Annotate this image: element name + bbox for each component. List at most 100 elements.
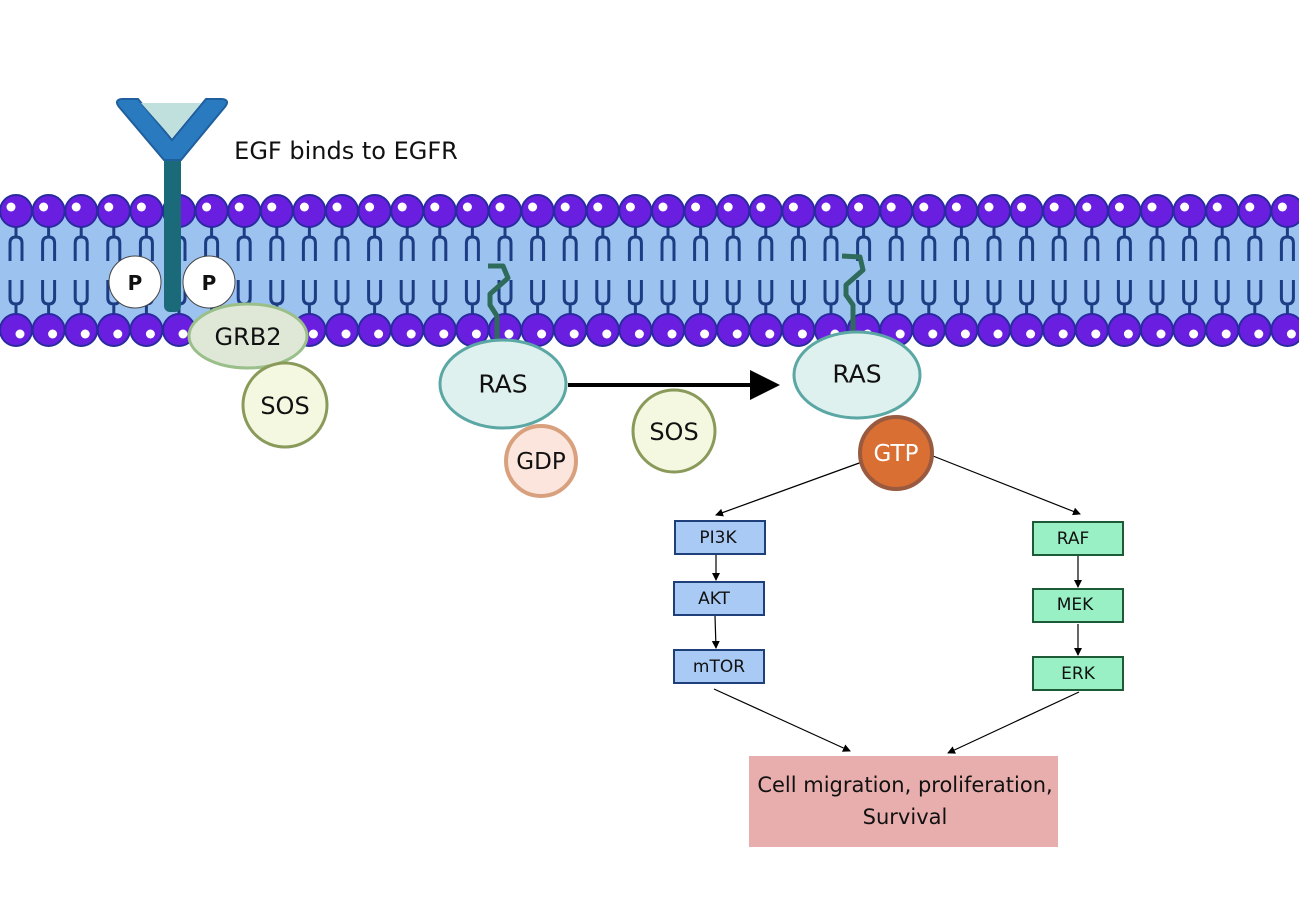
phospholipid-head (716, 313, 751, 347)
lipid-tail (1019, 227, 1035, 261)
phospholipid-head (520, 313, 555, 347)
akt-node: AKT (673, 581, 765, 616)
lipid-tail (693, 227, 709, 261)
lipid-tail (301, 280, 317, 314)
sos-node-middle: SOS (631, 388, 717, 474)
phospholipid-head (1074, 313, 1109, 347)
lipid-tail (823, 227, 839, 261)
phospholipid-head (357, 194, 392, 228)
lipid-tail (530, 227, 546, 261)
lipid-tail (204, 227, 220, 261)
lipid-tail (953, 227, 969, 261)
phospholipid-head (618, 194, 653, 228)
lipid-tail (790, 227, 806, 261)
akt-label: AKT (698, 589, 730, 609)
grb2-node: GRB2 (187, 302, 309, 370)
phospholipid-head (781, 313, 816, 347)
lipid-tail (73, 227, 89, 261)
activation-arrow (568, 370, 780, 400)
lipid-tail (1214, 227, 1230, 261)
mtor-label: mTOR (693, 657, 745, 677)
phospholipid-head (1107, 313, 1142, 347)
receptor-y-arms (116, 98, 228, 161)
lipid-tail (367, 227, 383, 261)
lipid-tail (921, 227, 937, 261)
phospholipid-head (1009, 194, 1044, 228)
pi3k-label: PI3K (699, 528, 737, 548)
grb2-label: GRB2 (214, 323, 281, 351)
cell-membrane (0, 194, 1299, 347)
phospholipid-head (781, 194, 816, 228)
lipid-tail (1051, 227, 1067, 261)
sos-node-left: SOS (241, 361, 329, 449)
lipid-tail (399, 280, 415, 314)
lipid-tail (1214, 280, 1230, 314)
lipid-tail (464, 280, 480, 314)
lipid-tail (334, 280, 350, 314)
ras-membrane-anchor-right (841, 253, 866, 333)
phospholipid-head (96, 194, 131, 228)
ras-label: RAS (832, 360, 881, 389)
pi3k-akt-mtor-pathway: PI3K AKT mTOR (673, 520, 766, 684)
phospholipid-head (683, 313, 718, 347)
lipid-tail (432, 227, 448, 261)
lipid-tail (758, 227, 774, 261)
erk-label: ERK (1061, 664, 1096, 684)
phospholipid-head (1237, 194, 1272, 228)
phospholipid-head (977, 194, 1011, 228)
lipid-tail (236, 227, 252, 261)
phospholipid-head (1140, 313, 1174, 347)
phospholipid-head (227, 194, 262, 228)
lipid-tail (1182, 280, 1198, 314)
lipid-tail (1149, 280, 1165, 314)
phosphate-label: P (128, 271, 143, 295)
lipid-tail (986, 280, 1002, 314)
sos-label: SOS (649, 418, 698, 446)
lipid-tail (562, 280, 578, 314)
lipid-tail (73, 280, 89, 314)
phospholipid-head (944, 194, 979, 228)
phospholipid-head (1237, 313, 1272, 347)
lipid-tail (1247, 227, 1263, 261)
phospholipid-head (1074, 194, 1109, 228)
raf-mek-erk-pathway: RAF MEK ERK (1032, 521, 1124, 691)
lipid-tail (1051, 280, 1067, 314)
sos-label: SOS (260, 392, 309, 420)
phospholipid-head (1270, 313, 1299, 347)
arrow-gtp-to-raf (932, 455, 1081, 516)
mek-label: MEK (1057, 595, 1094, 615)
phospholipid-head (651, 194, 685, 228)
lipid-tail (432, 280, 448, 314)
phospholipid-head (129, 194, 164, 228)
lipid-tail (530, 280, 546, 314)
phospholipid-head (422, 194, 457, 228)
phospholipid-head (64, 194, 99, 228)
gtp-node: GTP (858, 415, 934, 491)
egf-binding-label: EGF binds to EGFR (234, 137, 458, 165)
phospholipid-head (1042, 194, 1077, 228)
lipid-tail (1149, 227, 1165, 261)
phospholipid-head (846, 194, 881, 228)
lipid-tail (138, 227, 154, 261)
phospholipid-head (618, 313, 653, 347)
lipid-tail (269, 227, 285, 261)
lipid-tail (725, 227, 741, 261)
phospholipid-head (1009, 313, 1044, 347)
phospholipid-head (422, 313, 457, 347)
lipid-tail (627, 280, 643, 314)
lipid-tail (464, 227, 480, 261)
phospholipid-head (1205, 194, 1240, 228)
lipid-tail (758, 280, 774, 314)
ras-membrane-anchor-left (487, 263, 511, 342)
phosphate-left: P (108, 255, 162, 309)
cellular-outcome-box: Cell migration, proliferation, Survival (749, 756, 1058, 847)
phospholipid-head (488, 194, 522, 228)
phospholipid-head (585, 313, 620, 347)
phospholipid-head (814, 194, 848, 228)
lipid-tail (627, 227, 643, 261)
phospholipid-head (357, 313, 392, 347)
lipid-tail (823, 280, 839, 314)
gdp-node: GDP (504, 424, 578, 498)
arrow-mtor-to-outcome (713, 688, 851, 752)
